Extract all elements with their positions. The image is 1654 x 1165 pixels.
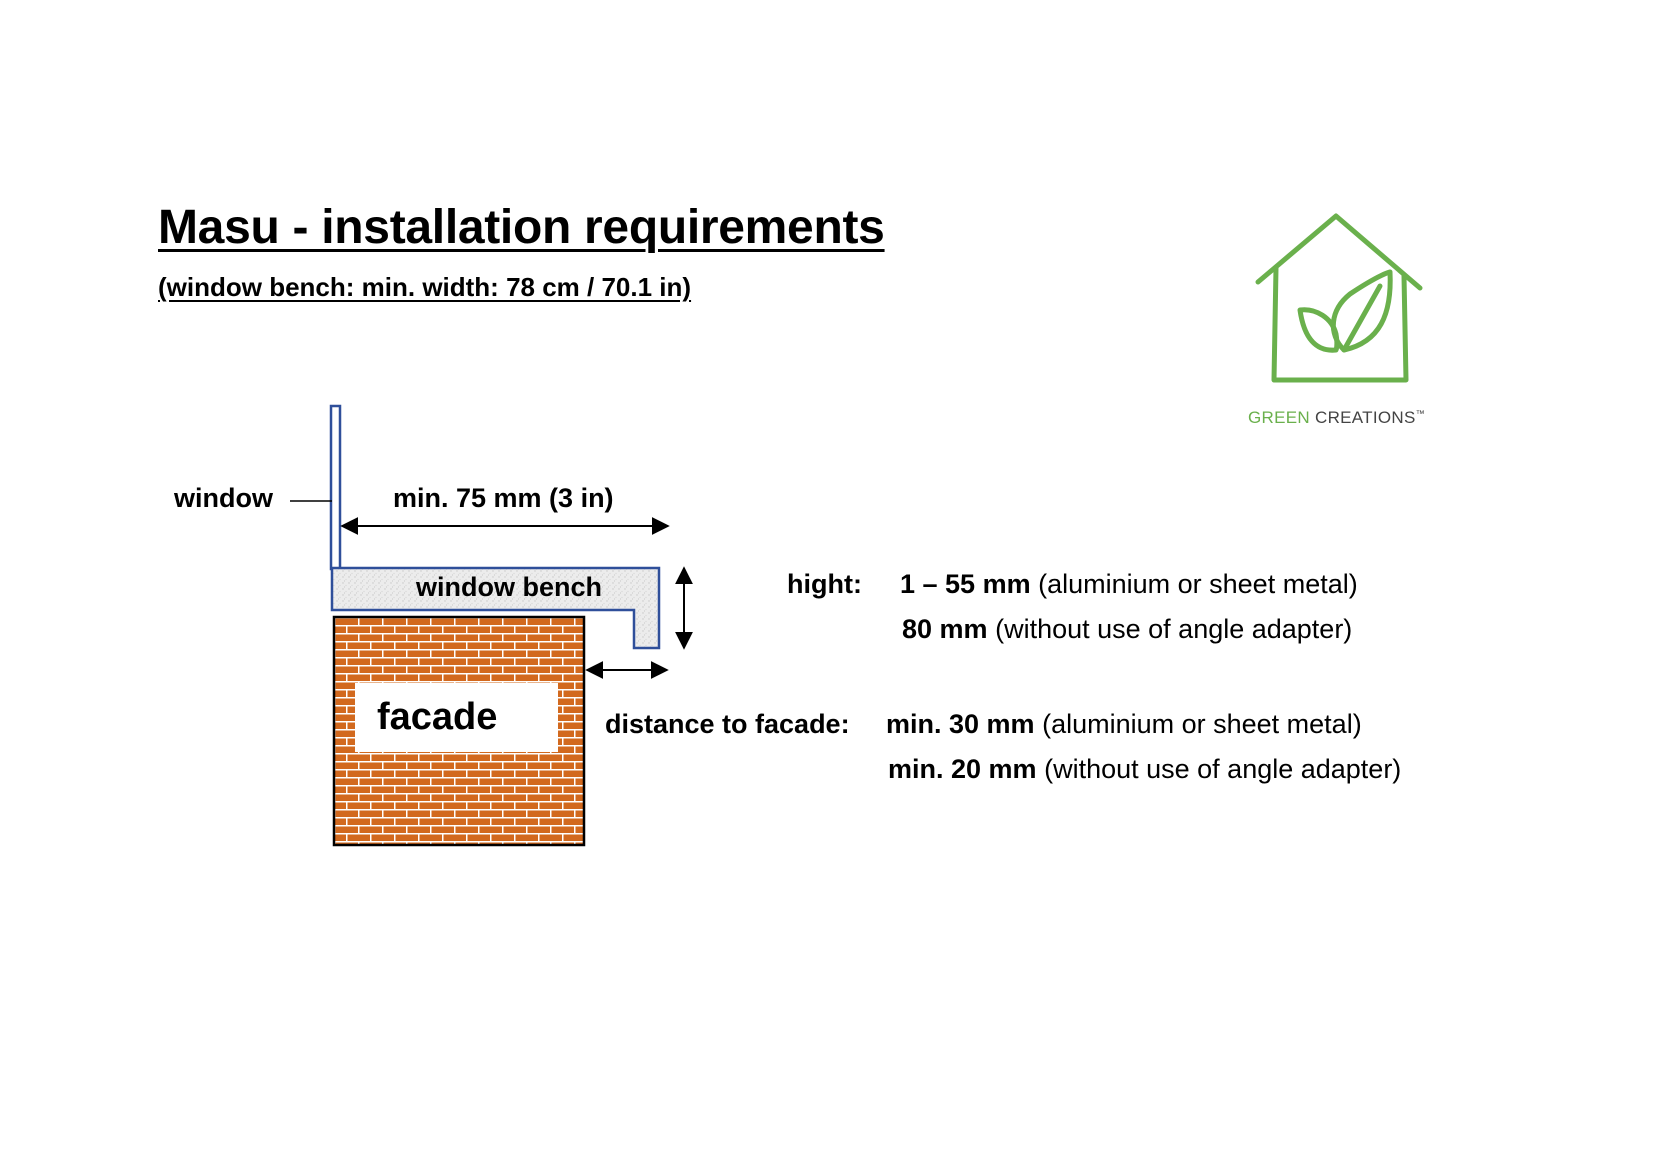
distance-spec-label: distance to facade: [605, 709, 850, 739]
height-spec-line-1: 1 – 55 mm (aluminium or sheet metal) [900, 569, 1358, 600]
min-width-label: min. 75 mm (3 in) [393, 483, 614, 513]
brand-word-creations: CREATIONS [1315, 408, 1416, 427]
window-bench-label: window bench [416, 572, 602, 602]
height-spec-line-2-note: (without use of angle adapter) [995, 614, 1353, 644]
distance-spec-line-1-value: min. 30 mm [886, 709, 1035, 739]
brand-word-green: GREEN [1248, 408, 1310, 427]
facade-label: facade [377, 696, 498, 738]
brand-trademark: ™ [1415, 408, 1425, 419]
distance-spec-line-2: min. 20 mm (without use of angle adapter… [888, 754, 1401, 785]
brand-name: GREEN CREATIONS™ [1248, 408, 1425, 428]
distance-spec-line-1: min. 30 mm (aluminium or sheet metal) [886, 709, 1362, 740]
page-title: Masu - installation requirements [158, 201, 885, 254]
distance-spec-line-2-note: (without use of angle adapter) [1044, 754, 1402, 784]
window-label: window [174, 483, 273, 513]
window-bench-shape [330, 566, 661, 650]
page-subtitle: (window bench: min. width: 78 cm / 70.1 … [158, 272, 692, 302]
distance-spec-line-1-note: (aluminium or sheet metal) [1042, 709, 1362, 739]
height-spec-line-2-value: 80 mm [902, 614, 988, 644]
height-spec-line-1-value: 1 – 55 mm [900, 569, 1031, 599]
height-spec-label: hight: [787, 569, 862, 599]
house-leaf-icon [1255, 213, 1423, 383]
distance-spec-line-2-value: min. 20 mm [888, 754, 1037, 784]
height-spec-line-1-note: (aluminium or sheet metal) [1038, 569, 1358, 599]
height-spec-line-2: 80 mm (without use of angle adapter) [902, 614, 1352, 645]
window-frame [329, 404, 342, 571]
facade-label-box: facade [355, 683, 558, 752]
